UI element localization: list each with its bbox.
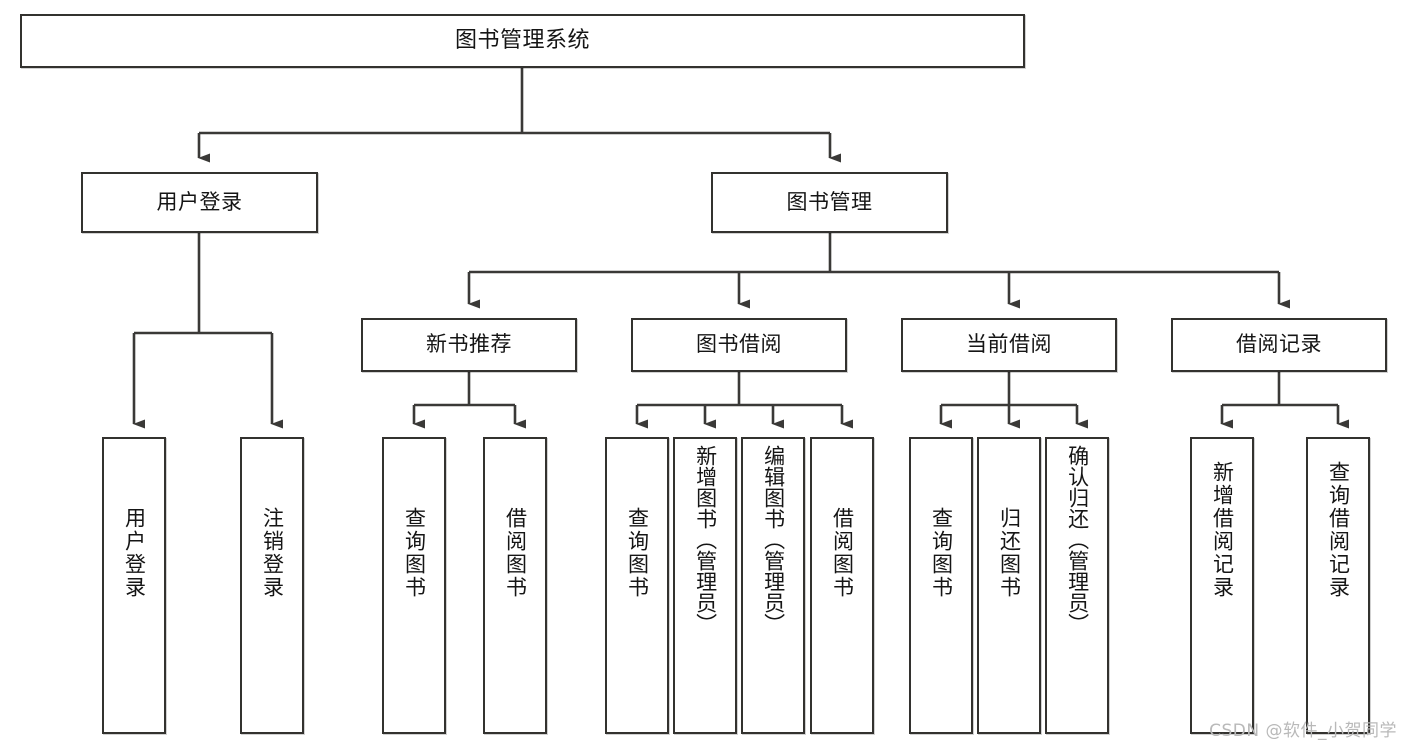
leaf-user-login-login[interactable]: 用户登录 bbox=[102, 437, 166, 734]
node-root-label: 图书管理系统 bbox=[454, 27, 590, 53]
node-new-book-label: 新书推荐 bbox=[426, 332, 512, 357]
leaf-borrow-record-add-label: 新增借阅记录 bbox=[1210, 461, 1235, 599]
node-new-book[interactable]: 新书推荐 bbox=[361, 318, 577, 372]
node-book-borrow[interactable]: 图书借阅 bbox=[631, 318, 847, 372]
leaf-current-borrow-return[interactable]: 归还图书 bbox=[977, 437, 1041, 734]
leaf-book-borrow-edit-label: 编辑图书（管理员） bbox=[761, 445, 786, 634]
leaf-borrow-record-query-label: 查询借阅记录 bbox=[1326, 461, 1351, 599]
leaf-current-borrow-query-label: 查询图书 bbox=[929, 507, 954, 599]
node-book-borrow-label: 图书借阅 bbox=[696, 332, 782, 357]
leaf-book-borrow-query[interactable]: 查询图书 bbox=[605, 437, 669, 734]
node-root[interactable]: 图书管理系统 bbox=[20, 14, 1025, 68]
node-current-borrow[interactable]: 当前借阅 bbox=[901, 318, 1117, 372]
leaf-book-borrow-add[interactable]: 新增图书（管理员） bbox=[673, 437, 737, 734]
leaf-current-borrow-return-label: 归还图书 bbox=[997, 507, 1022, 599]
leaf-new-book-query-label: 查询图书 bbox=[402, 507, 427, 599]
leaf-book-borrow-add-label: 新增图书（管理员） bbox=[693, 445, 718, 634]
node-user-login[interactable]: 用户登录 bbox=[81, 172, 318, 233]
leaf-current-borrow-confirm[interactable]: 确认归还（管理员） bbox=[1045, 437, 1109, 734]
node-user-login-label: 用户登录 bbox=[156, 189, 243, 214]
leaf-book-borrow-borrow-label: 借阅图书 bbox=[830, 507, 855, 599]
leaf-new-book-borrow[interactable]: 借阅图书 bbox=[483, 437, 547, 734]
leaf-current-borrow-confirm-label: 确认归还（管理员） bbox=[1065, 445, 1090, 634]
leaf-book-borrow-query-label: 查询图书 bbox=[625, 507, 650, 599]
leaf-borrow-record-query[interactable]: 查询借阅记录 bbox=[1306, 437, 1370, 734]
leaf-new-book-query[interactable]: 查询图书 bbox=[382, 437, 446, 734]
node-current-borrow-label: 当前借阅 bbox=[966, 332, 1052, 357]
leaf-book-borrow-borrow[interactable]: 借阅图书 bbox=[810, 437, 874, 734]
node-borrow-record-label: 借阅记录 bbox=[1236, 332, 1322, 357]
leaf-user-login-logout[interactable]: 注销登录 bbox=[240, 437, 304, 734]
node-borrow-record[interactable]: 借阅记录 bbox=[1171, 318, 1387, 372]
leaf-user-login-login-label: 用户登录 bbox=[122, 507, 147, 599]
leaf-new-book-borrow-label: 借阅图书 bbox=[503, 507, 528, 599]
watermark-text: CSDN @软件_小贺同学 bbox=[1209, 721, 1397, 741]
leaf-borrow-record-add[interactable]: 新增借阅记录 bbox=[1190, 437, 1254, 734]
node-book-manage-label: 图书管理 bbox=[786, 189, 873, 214]
leaf-user-login-logout-label: 注销登录 bbox=[260, 507, 285, 599]
leaf-book-borrow-edit[interactable]: 编辑图书（管理员） bbox=[741, 437, 805, 734]
leaf-current-borrow-query[interactable]: 查询图书 bbox=[909, 437, 973, 734]
node-book-manage[interactable]: 图书管理 bbox=[711, 172, 948, 233]
